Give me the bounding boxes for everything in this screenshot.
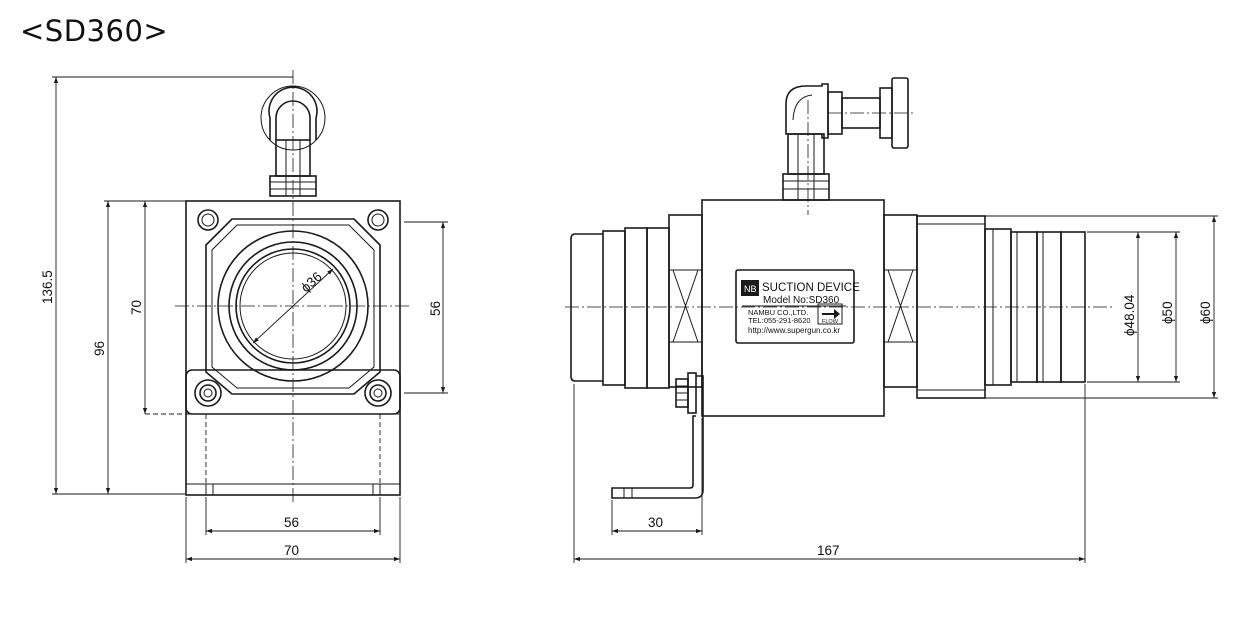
label-company: NAMBU CO.,LTD. — [748, 308, 808, 317]
label-logo: NB — [744, 284, 757, 294]
dim-hole-pitch-horizontal: 56 — [284, 515, 299, 530]
dim-flange-height: 70 — [129, 300, 144, 315]
label-title: SUCTION DEVICE — [762, 282, 860, 294]
dim-bore-diameter: ϕ36 — [298, 269, 325, 295]
front-elbow-fitting — [260, 85, 326, 197]
label-plate: NB SUCTION DEVICE Model No:SD360 NAMBU C… — [735, 269, 860, 344]
label-model: Model No:SD360 — [763, 295, 840, 306]
side-outlet — [916, 215, 1086, 399]
dim-overall-length: 167 — [817, 543, 840, 558]
side-bracket — [611, 372, 704, 499]
side-view: NB SUCTION DEVICE Model No:SD360 NAMBU C… — [565, 77, 1218, 563]
flow-arrow-icon — [822, 309, 840, 319]
front-bolt-holes — [194, 209, 392, 407]
side-elbow-fitting — [782, 77, 915, 201]
side-left-nut — [668, 214, 703, 388]
dim-hole-pitch-vertical: 56 — [428, 301, 443, 316]
dim-bracket-offset: 30 — [648, 515, 663, 530]
front-body — [145, 200, 401, 496]
label-url: http://www.supergun.co.kr — [748, 326, 840, 335]
drawing-title: <SD360> — [20, 14, 169, 48]
label-tel: TEL:055-291-8620 — [748, 316, 811, 325]
dim-outer-diameter: ϕ60 — [1198, 301, 1213, 324]
dim-width: 70 — [284, 543, 299, 558]
label-flow: FLOW — [822, 319, 839, 325]
dim-total-height: 136.5 — [40, 270, 55, 304]
dim-mid-diameter: ϕ50 — [1160, 301, 1175, 324]
dim-body-height: 96 — [92, 341, 107, 356]
dim-inner-diameter: ϕ48.04 — [1122, 294, 1137, 336]
side-inlet — [570, 227, 670, 389]
front-view: ϕ36 136.5 96 70 56 56 70 — [40, 70, 448, 563]
side-right-nut — [883, 214, 918, 388]
